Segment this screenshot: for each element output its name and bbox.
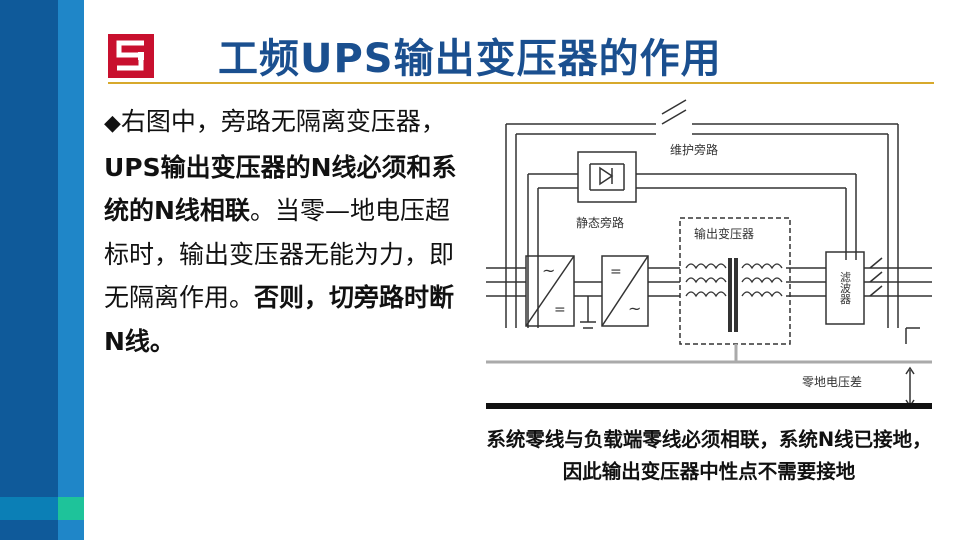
body-text-seg2: UPS输出变压器的N线必须和系统的N线相联	[104, 152, 457, 226]
output-transformer-label: 输出变压器	[694, 226, 754, 241]
body-text-seg3: 。当零—地电压超标时，输出变压器无能为力，即无隔离作用。	[104, 196, 455, 312]
filter-label: 滤波器	[839, 271, 852, 305]
static-bypass-label: 静态旁路	[576, 215, 624, 230]
body-text-seg4: 否则，切旁路时断N线。	[104, 283, 455, 356]
svg-text:~: ~	[628, 299, 641, 318]
diamond-bullet-icon: ◆	[104, 111, 121, 136]
sidebar-accent-teal	[58, 497, 84, 520]
svg-text:=: =	[610, 264, 622, 280]
svg-text:~: ~	[542, 261, 555, 280]
body-paragraph: ◆右图中，旁路无隔离变压器， UPS输出变压器的N线必须和系统的N线相联。当零—地…	[104, 100, 474, 363]
diagram-caption: 系统零线与负载端零线必须相联，系统N线已接地，因此输出变压器中性点不需要接地	[486, 428, 932, 483]
ups-circuit-diagram: ~ = = ~ 维护旁路 静态旁路 输出变压器 零地电压差 滤波器	[486, 99, 932, 409]
maintenance-bypass-label: 维护旁路	[670, 142, 718, 157]
sidebar-accent-blue	[0, 497, 58, 520]
sidebar-band-light	[58, 0, 84, 540]
company-logo-icon	[108, 34, 154, 78]
body-text-seg1: 右图中，旁路无隔离变压器，	[120, 107, 446, 136]
ng-voltage-label: 零地电压差	[802, 375, 862, 389]
page-title: 工频UPS输出变压器的作用	[218, 36, 722, 82]
sidebar-band-dark	[0, 0, 58, 540]
title-divider	[108, 82, 934, 84]
svg-text:=: =	[554, 302, 566, 318]
